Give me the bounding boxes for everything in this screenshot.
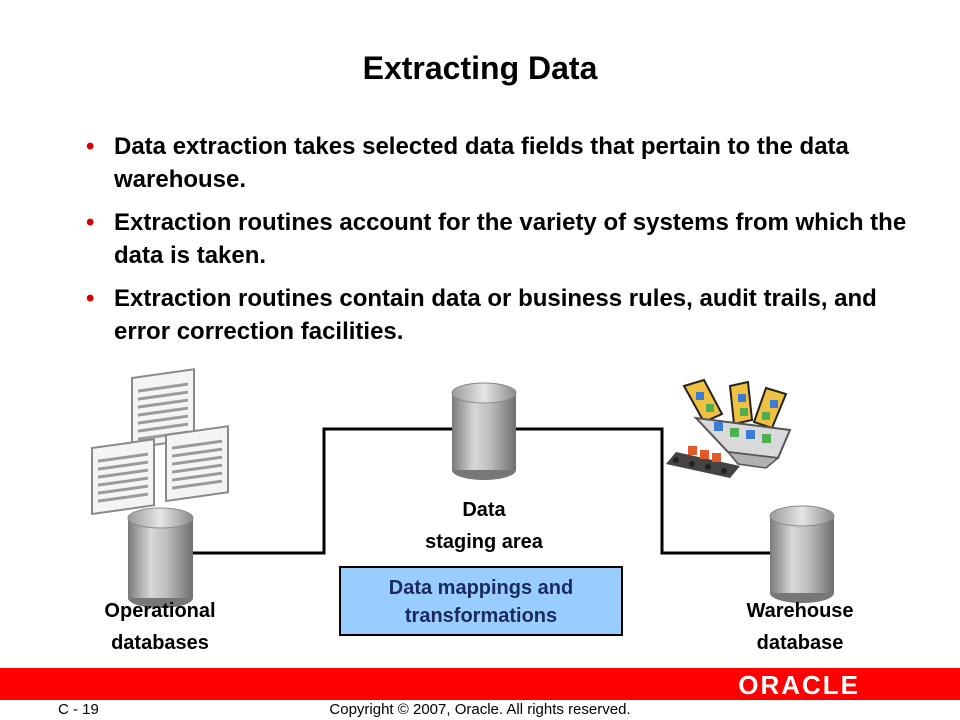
bullet-item: • Extraction routines account for the va… [78, 206, 908, 272]
oracle-logo: ORACLE [738, 670, 860, 700]
slide-number: C - 19 [58, 701, 99, 718]
staging-label-line-2: staging area [425, 531, 543, 553]
connector-lines [193, 427, 770, 555]
slide-title: Extracting Data [362, 50, 598, 86]
operational-label-line-2: databases [111, 632, 209, 654]
mapping-label-line-1: Data mappings and [388, 577, 574, 599]
operational-databases-label: Operational databases [80, 595, 240, 659]
bullet-item: • Extraction routines contain data or bu… [78, 282, 908, 348]
database-cylinder-icon [451, 382, 517, 480]
database-cylinder-icon [127, 507, 194, 608]
mapping-label-line-2: transformations [404, 605, 558, 627]
bullet-text: Data extraction takes selected data fiel… [114, 133, 849, 193]
spreadsheet-icon [91, 368, 229, 516]
copyright-notice: Copyright © 2007, Oracle. All rights res… [329, 701, 631, 718]
staging-label-line-1: Data [462, 499, 506, 521]
operational-label-line-1: Operational [104, 600, 216, 622]
bullet-text: Extraction routines contain data or busi… [114, 285, 877, 345]
database-cylinder-icon [769, 505, 835, 603]
warehouse-database-label: Warehouse database [720, 595, 880, 659]
bullet-item: • Data extraction takes selected data fi… [78, 130, 908, 196]
conveyor-hopper-icon [666, 378, 792, 478]
warehouse-label-line-1: Warehouse [746, 600, 854, 622]
connector-operational-to-staging [193, 427, 452, 555]
connector-staging-to-warehouse [516, 427, 770, 555]
footer-bar [0, 668, 960, 700]
bullet-marker: • [86, 133, 95, 160]
staging-area-label: Data staging area [404, 494, 564, 558]
bullet-text: Extraction routines account for the vari… [114, 209, 907, 269]
diagram [91, 368, 835, 608]
mapping-box: Data mappings and transformations [339, 566, 623, 636]
warehouse-label-line-2: database [756, 632, 844, 654]
bullet-marker: • [86, 285, 95, 312]
bullet-marker: • [86, 209, 95, 236]
bullet-list: • Data extraction takes selected data fi… [78, 130, 908, 358]
